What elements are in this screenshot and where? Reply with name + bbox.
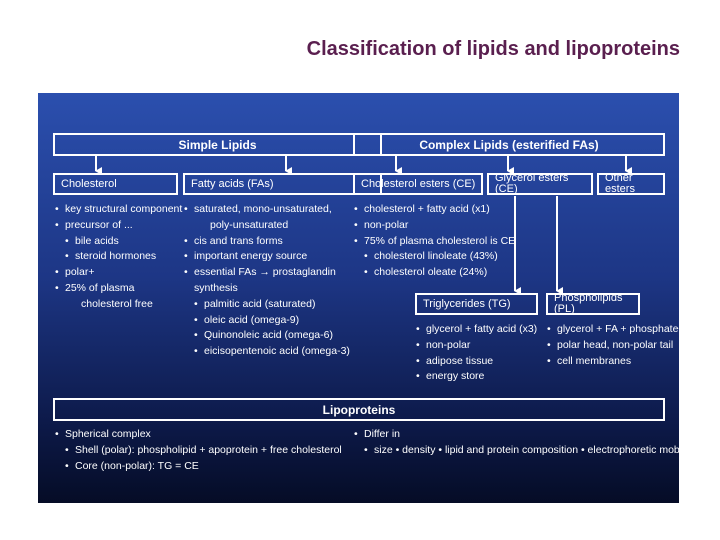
list-item: energy store <box>416 369 537 385</box>
list-item: 75% of plasma cholesterol is CE <box>354 234 515 250</box>
lipoproteins-header: Lipoproteins <box>53 398 665 421</box>
list-item: palmitic acid (saturated) <box>184 297 350 313</box>
list-item: saturated, mono-unsaturated, <box>184 202 350 218</box>
list-item: cholesterol linoleate (43%) <box>354 249 515 265</box>
list-item: eicisopentenoic acid (omega-3) <box>184 344 350 360</box>
glycerol-esters-box: Glycerol esters (CE) <box>487 173 593 195</box>
cholesterol-box: Cholesterol <box>53 173 178 195</box>
list-item: polar head, non-polar tail <box>547 338 682 354</box>
diagram-panel: Simple Lipids Cholesterol Fatty acids (F… <box>38 93 695 503</box>
list-item: precursor of ... <box>55 218 182 234</box>
triglycerides-box: Triglycerides (TG) <box>415 293 538 315</box>
list-item: cholesterol oleate (24%) <box>354 265 515 281</box>
cholesterol-esters-list: cholesterol + fatty acid (x1)non-polar75… <box>354 202 515 281</box>
phospholipids-box: Phospholipids (PL) <box>546 293 640 315</box>
list-item: oleic acid (omega-9) <box>184 313 350 329</box>
list-item: polar+ <box>55 265 182 281</box>
list-item: Quinonoleic acid (omega-6) <box>184 328 350 344</box>
list-item: non-polar <box>354 218 515 234</box>
list-item: 25% of plasma <box>55 281 182 297</box>
cholesterol-list: key structural componentprecursor of ...… <box>55 202 182 313</box>
lipoproteins-structure-list: Spherical complexShell (polar): phosphol… <box>55 427 342 474</box>
list-item: essential FAs → prostaglandin <box>184 265 350 281</box>
list-item: size • density • lipid and protein compo… <box>354 443 695 459</box>
list-item: Spherical complex <box>55 427 342 443</box>
list-item: adipose tissue <box>416 354 537 370</box>
list-item: cell membranes <box>547 354 682 370</box>
phospholipids-list: glycerol + FA + phosphate•polar head, no… <box>547 322 682 369</box>
list-item: important energy source <box>184 249 350 265</box>
lipoproteins-differences-list: Differ insize • density • lipid and prot… <box>354 427 695 459</box>
fatty-acids-box: Fatty acids (FAs) <box>183 173 382 195</box>
list-item: cis and trans forms <box>184 234 350 250</box>
list-item: poly-unsaturated <box>210 218 289 231</box>
list-item: Core (non-polar): TG = CE <box>55 459 342 475</box>
simple-lipids-header: Simple Lipids <box>53 133 382 156</box>
list-item: cholesterol free <box>81 297 153 310</box>
list-item: Shell (polar): phospholipid + apoprotein… <box>55 443 342 459</box>
list-item: Differ in <box>354 427 695 443</box>
list-item: steroid hormones <box>55 249 182 265</box>
cholesterol-esters-box: Cholesterol esters (CE) <box>353 173 483 195</box>
triglycerides-list: glycerol + fatty acid (x3)non-polaradipo… <box>416 322 537 385</box>
list-item: synthesis <box>194 281 238 294</box>
list-item: glycerol + fatty acid (x3) <box>416 322 537 338</box>
list-item: key structural component <box>55 202 182 218</box>
list-item: cholesterol + fatty acid (x1) <box>354 202 515 218</box>
list-item: bile acids <box>55 234 182 250</box>
slide-title: Classification of lipids and lipoprotein… <box>306 38 680 60</box>
other-esters-box: Other esters <box>597 173 665 195</box>
complex-lipids-header: Complex Lipids (esterified FAs) <box>353 133 665 156</box>
list-item: non-polar <box>416 338 537 354</box>
list-item: glycerol + FA + phosphate• <box>547 322 682 338</box>
fatty-acids-list: saturated, mono-unsaturated,poly-unsatur… <box>184 202 350 360</box>
